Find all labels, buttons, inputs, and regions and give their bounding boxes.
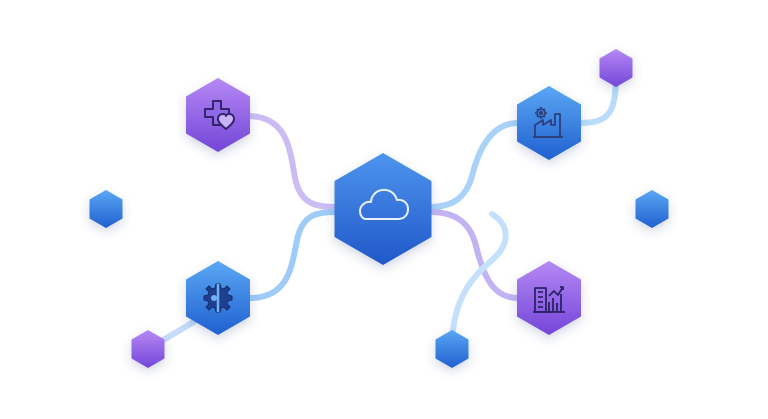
endpoint-bottom-left-hexagon (131, 330, 165, 368)
business-hexagon (517, 261, 581, 335)
link-healthcare (244, 113, 339, 210)
endpoint-bottom-center-hexagon (435, 330, 469, 368)
endpoint-right-hexagon (635, 190, 669, 228)
link-manufacturing (427, 120, 521, 210)
hub-cloud-hexagon (334, 153, 432, 265)
endpoint-top-right-hexagon (599, 49, 633, 87)
nodes-layer (89, 49, 669, 368)
cloud-icon (359, 188, 409, 220)
link-business (427, 209, 521, 301)
manufacturing-hexagon (517, 86, 581, 160)
link-engineering (247, 209, 339, 301)
connection-lines (114, 67, 644, 351)
link-business-endpoint (449, 211, 509, 351)
building-chart-icon (533, 286, 565, 313)
gear-circuit-icon (203, 283, 233, 313)
medical-cross-heart-icon (204, 100, 235, 130)
factory-gear-icon (533, 107, 563, 138)
endpoint-left-hexagon (89, 190, 123, 228)
